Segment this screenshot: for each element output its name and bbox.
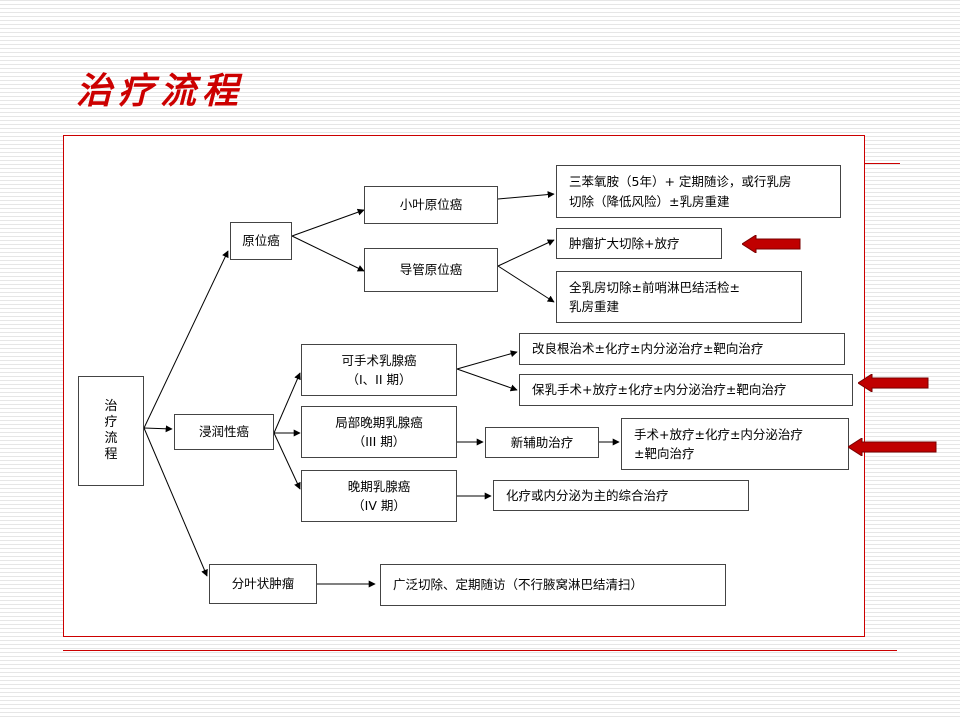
edge-dcis-treatment1 — [497, 239, 555, 267]
node-locally-advanced-treatment: 手术+放疗±化疗±内分泌治疗 ±靶向治疗 — [621, 418, 849, 470]
node-dcis-treatment-2: 全乳房切除±前哨淋巴结活检± 乳房重建 — [556, 271, 802, 323]
edge-operable-treatment2 — [456, 368, 518, 392]
node-root: 治疗流程 — [78, 376, 144, 486]
node-metastatic: 晚期乳腺癌 （IV 期） — [301, 470, 457, 522]
node-phyllodes: 分叶状肿瘤 — [209, 564, 317, 604]
edge-lcis-treatment — [497, 191, 555, 200]
node-neoadjuvant: 新辅助治疗 — [485, 427, 599, 458]
edge-dcis-treatment2 — [497, 265, 555, 303]
node-dcis: 导管原位癌 — [364, 248, 498, 292]
slide-title: 治疗流程 — [76, 70, 245, 112]
edge-root-invasive — [143, 425, 173, 433]
node-dcis-treatment-1: 肿瘤扩大切除+放疗 — [556, 228, 722, 259]
node-lcis-treatment: 三苯氧胺（5年）+ 定期随诊，或行乳房 切除（降低风险）±乳房重建 — [556, 165, 841, 218]
node-metastatic-treatment: 化疗或内分泌为主的综合治疗 — [493, 480, 749, 511]
flowchart-panel: 治疗流程 原位癌 小叶原位癌 导管原位癌 三苯氧胺（5年）+ 定期随诊，或行乳房… — [63, 135, 865, 637]
title-rule-right — [864, 163, 900, 164]
edge-root-phyllodes — [143, 427, 208, 577]
node-lcis: 小叶原位癌 — [364, 186, 498, 224]
edge-insitu-dcis — [291, 235, 365, 272]
edge-invasive-metastatic — [273, 432, 301, 490]
node-operable-treatment-2: 保乳手术+放疗±化疗±内分泌治疗±靶向治疗 — [519, 374, 853, 406]
edge-root-insitu — [143, 250, 229, 429]
bottom-rule — [63, 650, 897, 651]
node-in-situ: 原位癌 — [230, 222, 292, 260]
connector-lines — [143, 191, 620, 588]
edge-operable-treatment1 — [456, 350, 518, 370]
edge-invasive-operable — [273, 372, 301, 434]
node-operable: 可手术乳腺癌 （I、II 期） — [301, 344, 457, 396]
highlight-arrow-icon — [742, 235, 801, 253]
node-invasive: 浸润性癌 — [174, 414, 274, 450]
highlight-arrow-icon — [848, 438, 937, 456]
edge-insitu-lcis — [291, 208, 365, 237]
node-operable-treatment-1: 改良根治术±化疗±内分泌治疗±靶向治疗 — [519, 333, 845, 365]
highlight-arrow-icon — [858, 374, 929, 392]
node-locally-advanced: 局部晚期乳腺癌 （III 期） — [301, 406, 457, 458]
node-phyllodes-treatment: 广泛切除、定期随访（不行腋窝淋巴结清扫） — [380, 564, 726, 606]
